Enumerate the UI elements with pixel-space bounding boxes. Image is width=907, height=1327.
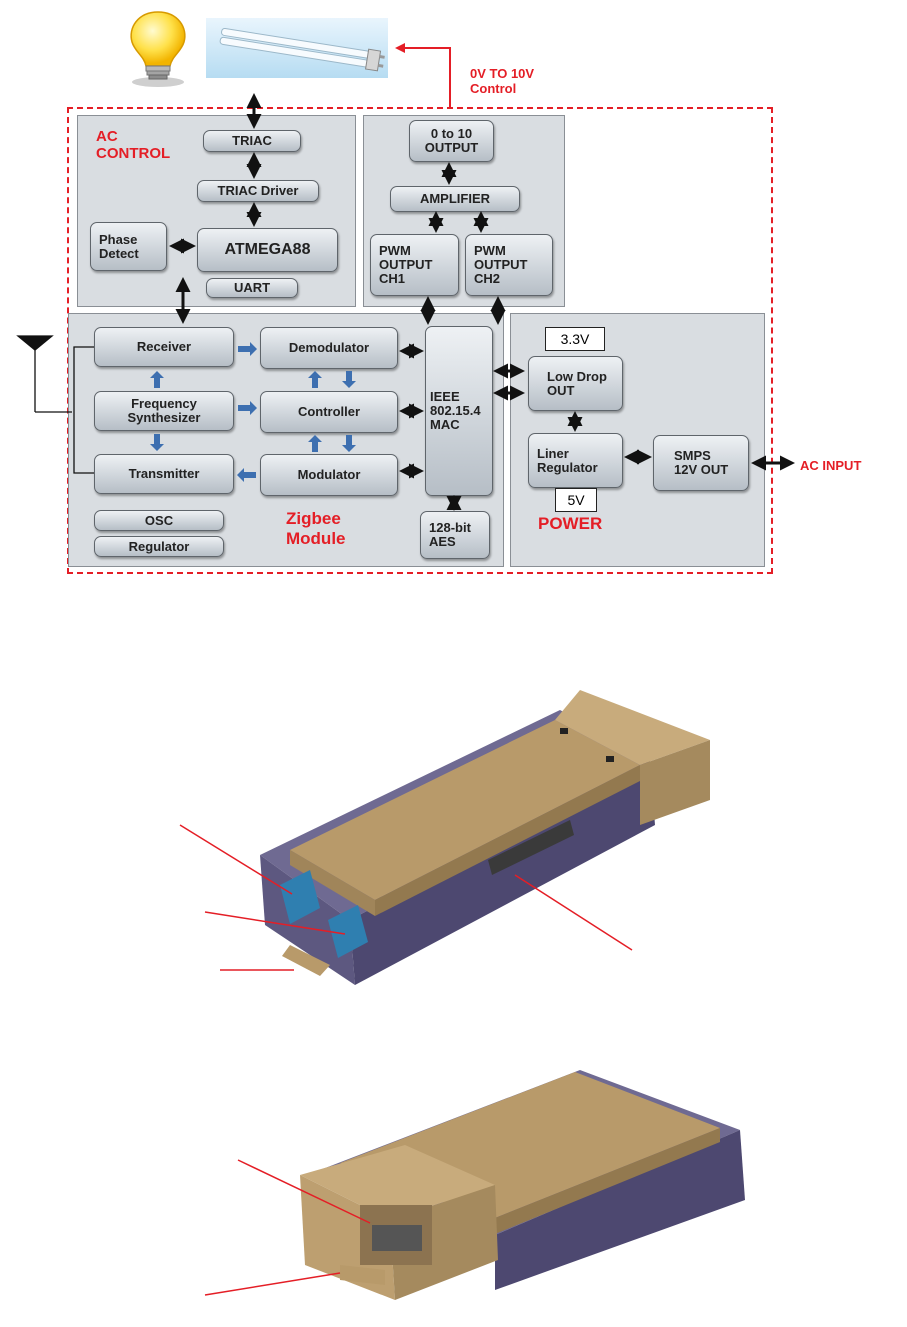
triac-block: TRIAC [203, 130, 301, 152]
ac-control-title: AC CONTROL [96, 128, 171, 162]
ac-input-label: AC INPUT [800, 458, 862, 473]
uart-block: UART [206, 278, 298, 298]
v33-label: 3.3V [545, 327, 605, 351]
modulator-block: Modulator [260, 454, 398, 496]
demodulator-block: Demodulator [260, 327, 398, 369]
aes-block: 128-bit AES [420, 511, 490, 559]
output-0-10-block: 0 to 10 OUTPUT [409, 120, 494, 162]
v5-label: 5V [555, 488, 597, 512]
zigbee-title: Zigbee Module [286, 509, 346, 548]
smps-block: SMPS 12V OUT [653, 435, 749, 491]
pwm-ch1-block: PWM OUTPUT CH1 [370, 234, 459, 296]
antenna-icon [16, 335, 94, 474]
atmega88-block: ATMEGA88 [197, 228, 338, 272]
phase-detect-block: Phase Detect [90, 222, 167, 271]
fluorescent-tube-icon [206, 18, 388, 78]
device-render-rear [204, 1070, 745, 1300]
frequency-synthesizer-block: Frequency Synthesizer [94, 391, 234, 431]
liner-regulator-block: Liner Regulator [528, 433, 623, 488]
regulator-block: Regulator [94, 536, 224, 557]
ieee-mac-block: IEEE 802.15.4 MAC [425, 326, 493, 496]
transmitter-block: Transmitter [94, 454, 234, 494]
amplifier-block: AMPLIFIER [390, 186, 520, 212]
control-label: 0V TO 10V Control [470, 66, 535, 96]
power-title: POWER [538, 514, 603, 533]
osc-block: OSC [94, 510, 224, 531]
pwm-ch2-block: PWM OUTPUT CH2 [465, 234, 553, 296]
low-drop-out-block: Low Drop OUT [528, 356, 623, 411]
triac-driver-block: TRIAC Driver [197, 180, 319, 202]
receiver-block: Receiver [94, 327, 234, 367]
device-render-front [179, 690, 710, 985]
light-bulb-icon [118, 8, 198, 88]
ac-control-panel [77, 115, 356, 307]
controller-block: Controller [260, 391, 398, 433]
